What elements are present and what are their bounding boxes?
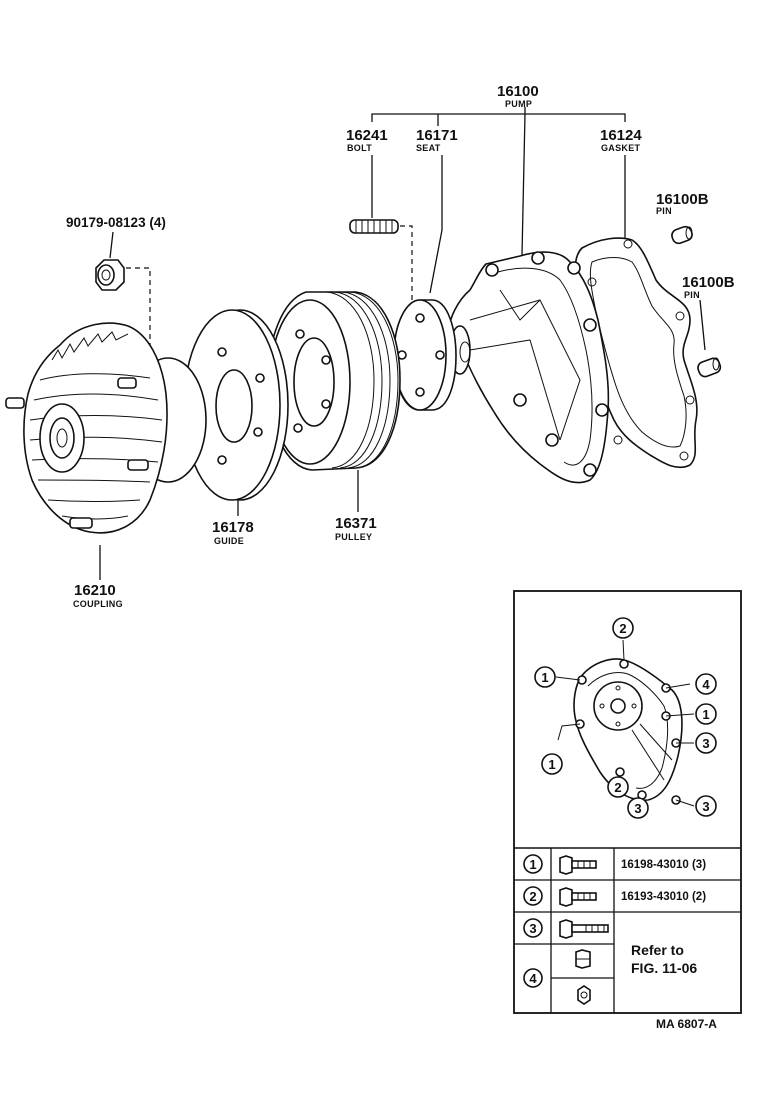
inset-callout-1-left: 1 <box>534 666 556 688</box>
seat-number: 16171 <box>416 127 458 144</box>
inset-callout-3-right: 3 <box>695 732 717 754</box>
pump-name: PUMP <box>505 99 532 109</box>
pump-body-part <box>448 251 610 484</box>
seat-part <box>393 299 457 411</box>
callout-3-bottom-right-text: 3 <box>702 799 709 814</box>
table-key-2: 2 <box>529 889 536 904</box>
coupling-number: 16210 <box>74 582 116 599</box>
seat-label: 16171 SEAT <box>416 127 458 153</box>
pump-number: 16100 <box>497 83 539 100</box>
callout-2-bottom-text: 2 <box>614 780 621 795</box>
gasket-label: 16124 GASKET <box>600 127 642 153</box>
pump-label: 16100 PUMP <box>497 83 539 109</box>
table-part-1: 16198-43010 (3) <box>621 859 706 871</box>
coupling-part <box>5 322 207 534</box>
table-key-4: 4 <box>529 971 537 986</box>
pin-upper-part <box>671 225 693 245</box>
pulley-part <box>267 291 401 471</box>
callout-1-bottom-left-text: 1 <box>548 757 555 772</box>
inset-pump-view <box>573 658 683 805</box>
bolt-label: 16241 BOLT <box>346 127 388 153</box>
bolt-part <box>349 219 413 300</box>
table-key-1: 1 <box>529 857 536 872</box>
inset-callout-1-bottom-left: 1 <box>541 753 563 775</box>
table-key-3: 3 <box>529 921 536 936</box>
inset-callout-2-top: 2 <box>612 617 634 639</box>
bolt-pictogram-1 <box>559 855 597 875</box>
pin-label-upper: 16100B PIN <box>656 191 709 216</box>
inset-callout-3-bottom: 3 <box>627 797 649 819</box>
pump-bracket-lines <box>371 107 626 126</box>
guide-part <box>183 309 289 501</box>
bolt-pictogram-2 <box>559 887 597 907</box>
pulley-label: 16371 PULLEY <box>335 515 377 542</box>
bolt-name: BOLT <box>347 143 372 153</box>
pin-lower-name: PIN <box>684 290 700 300</box>
guide-label: 16178 GUIDE <box>212 519 254 546</box>
guide-number: 16178 <box>212 519 254 536</box>
inset-callout-1-right: 1 <box>695 703 717 725</box>
bolt-pictogram-3 <box>559 919 609 939</box>
seat-name: SEAT <box>416 143 441 153</box>
callout-3-bottom-text: 3 <box>634 801 641 816</box>
nut-part <box>95 259 151 360</box>
gasket-name: GASKET <box>601 143 641 153</box>
refer-to-line2: FIG. 11-06 <box>631 960 697 976</box>
bolt-number: 16241 <box>346 127 388 144</box>
nut-pictogram-4a <box>575 949 591 969</box>
coupling-name: COUPLING <box>73 599 123 609</box>
nut-pictogram-4b <box>577 985 591 1005</box>
inset-callout-4-right: 4 <box>695 673 717 695</box>
nut-label: 90179-08123 (4) <box>66 215 166 230</box>
pin-lower-part <box>697 357 722 378</box>
refer-to-line1: Refer to <box>631 942 684 958</box>
inset-callout-2-bottom: 2 <box>607 776 629 798</box>
pulley-number: 16371 <box>335 515 377 532</box>
coupling-label: 16210 COUPLING <box>73 582 123 609</box>
callout-1-right-text: 1 <box>702 707 709 722</box>
callout-2-top-text: 2 <box>619 621 626 636</box>
pin-label-lower: 16100B PIN <box>682 274 735 300</box>
inset-callout-3-bottom-right: 3 <box>695 795 717 817</box>
pin-upper-number: 16100B <box>656 191 709 208</box>
leader-lines <box>99 113 706 580</box>
pin-upper-name: PIN <box>656 206 672 216</box>
figure-code: MA 6807-A <box>656 1017 717 1031</box>
inset-callout-leaders <box>555 639 695 812</box>
nut-number: 90179-08123 (4) <box>66 215 166 230</box>
table-part-2: 16193-43010 (2) <box>621 891 706 903</box>
callout-3-right-text: 3 <box>702 736 709 751</box>
guide-name: GUIDE <box>214 536 244 546</box>
inset-panel: 2 1 4 1 3 1 2 3 <box>513 590 742 1014</box>
gasket-number: 16124 <box>600 127 642 144</box>
inset-bolt-table: 1 2 3 4 <box>514 848 741 1013</box>
callout-4-right-text: 4 <box>702 677 710 692</box>
callout-1-left-text: 1 <box>541 670 548 685</box>
pulley-name: PULLEY <box>335 532 372 542</box>
pin-lower-number: 16100B <box>682 274 735 291</box>
